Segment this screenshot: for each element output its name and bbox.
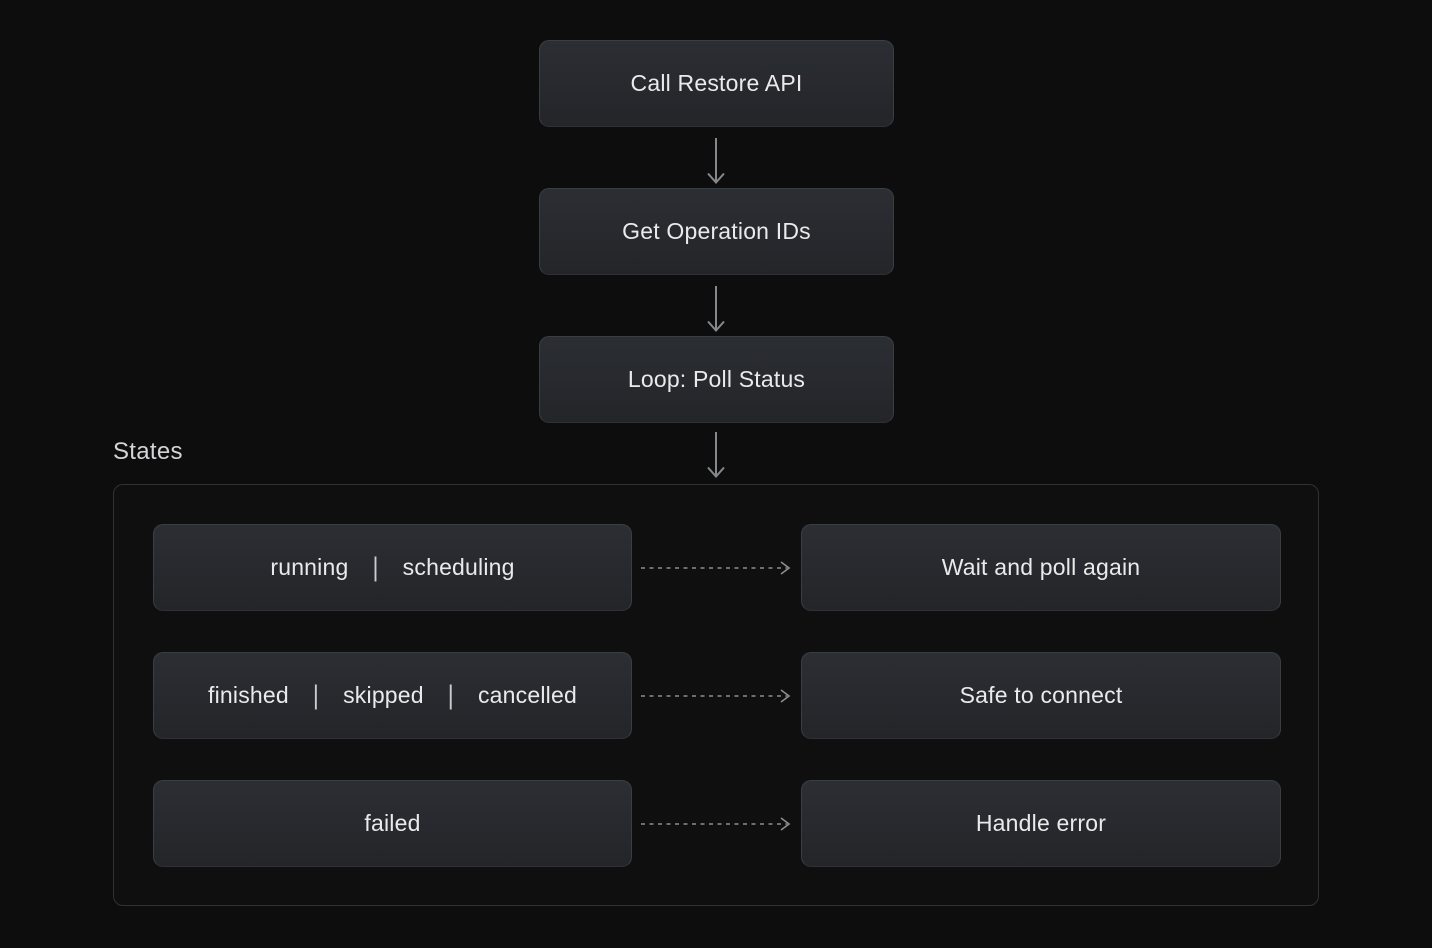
dashed-right-arrow-icon	[641, 561, 791, 575]
state-separator: |	[372, 551, 379, 582]
down-arrow-icon	[707, 432, 725, 479]
action-box-handle-error: Handle error	[801, 780, 1281, 867]
state-row-running: running | scheduling Wait and poll again	[114, 524, 1318, 611]
action-label: Wait and poll again	[941, 554, 1141, 580]
state-box-running-scheduling: running | scheduling	[153, 524, 632, 611]
action-label: Safe to connect	[959, 682, 1123, 708]
state-box-finished-skipped-cancelled: finished | skipped | cancelled	[153, 652, 632, 739]
flow-step-loop-poll-status: Loop: Poll Status	[539, 336, 894, 423]
state-label: finished	[208, 682, 289, 708]
flow-step-label: Loop: Poll Status	[627, 366, 806, 392]
dashed-right-arrow-icon	[641, 689, 791, 703]
action-label: Handle error	[975, 810, 1107, 836]
down-arrow-icon	[707, 138, 725, 185]
state-label: cancelled	[477, 682, 577, 708]
flow-step-label: Get Operation IDs	[622, 218, 811, 244]
state-separator: |	[312, 679, 320, 710]
state-row-finished: finished | skipped | cancelled Safe to c…	[114, 652, 1318, 739]
states-section-title: States	[113, 438, 183, 465]
down-arrow-icon	[707, 286, 725, 333]
state-label: running	[270, 554, 349, 580]
state-separator: |	[447, 679, 454, 710]
dashed-right-arrow-icon	[641, 817, 791, 831]
state-label: scheduling	[402, 554, 515, 580]
flow-step-call-restore-api: Call Restore API	[539, 40, 894, 127]
state-label: failed	[364, 810, 421, 836]
state-label: skipped	[343, 682, 424, 708]
states-container: running | scheduling Wait and poll again…	[113, 484, 1319, 906]
flow-step-get-operation-ids: Get Operation IDs	[539, 188, 894, 275]
action-box-safe-to-connect: Safe to connect	[801, 652, 1281, 739]
state-box-failed: failed	[153, 780, 632, 867]
state-row-failed: failed Handle error	[114, 780, 1318, 867]
flow-step-label: Call Restore API	[630, 70, 803, 96]
action-box-wait-and-poll: Wait and poll again	[801, 524, 1281, 611]
